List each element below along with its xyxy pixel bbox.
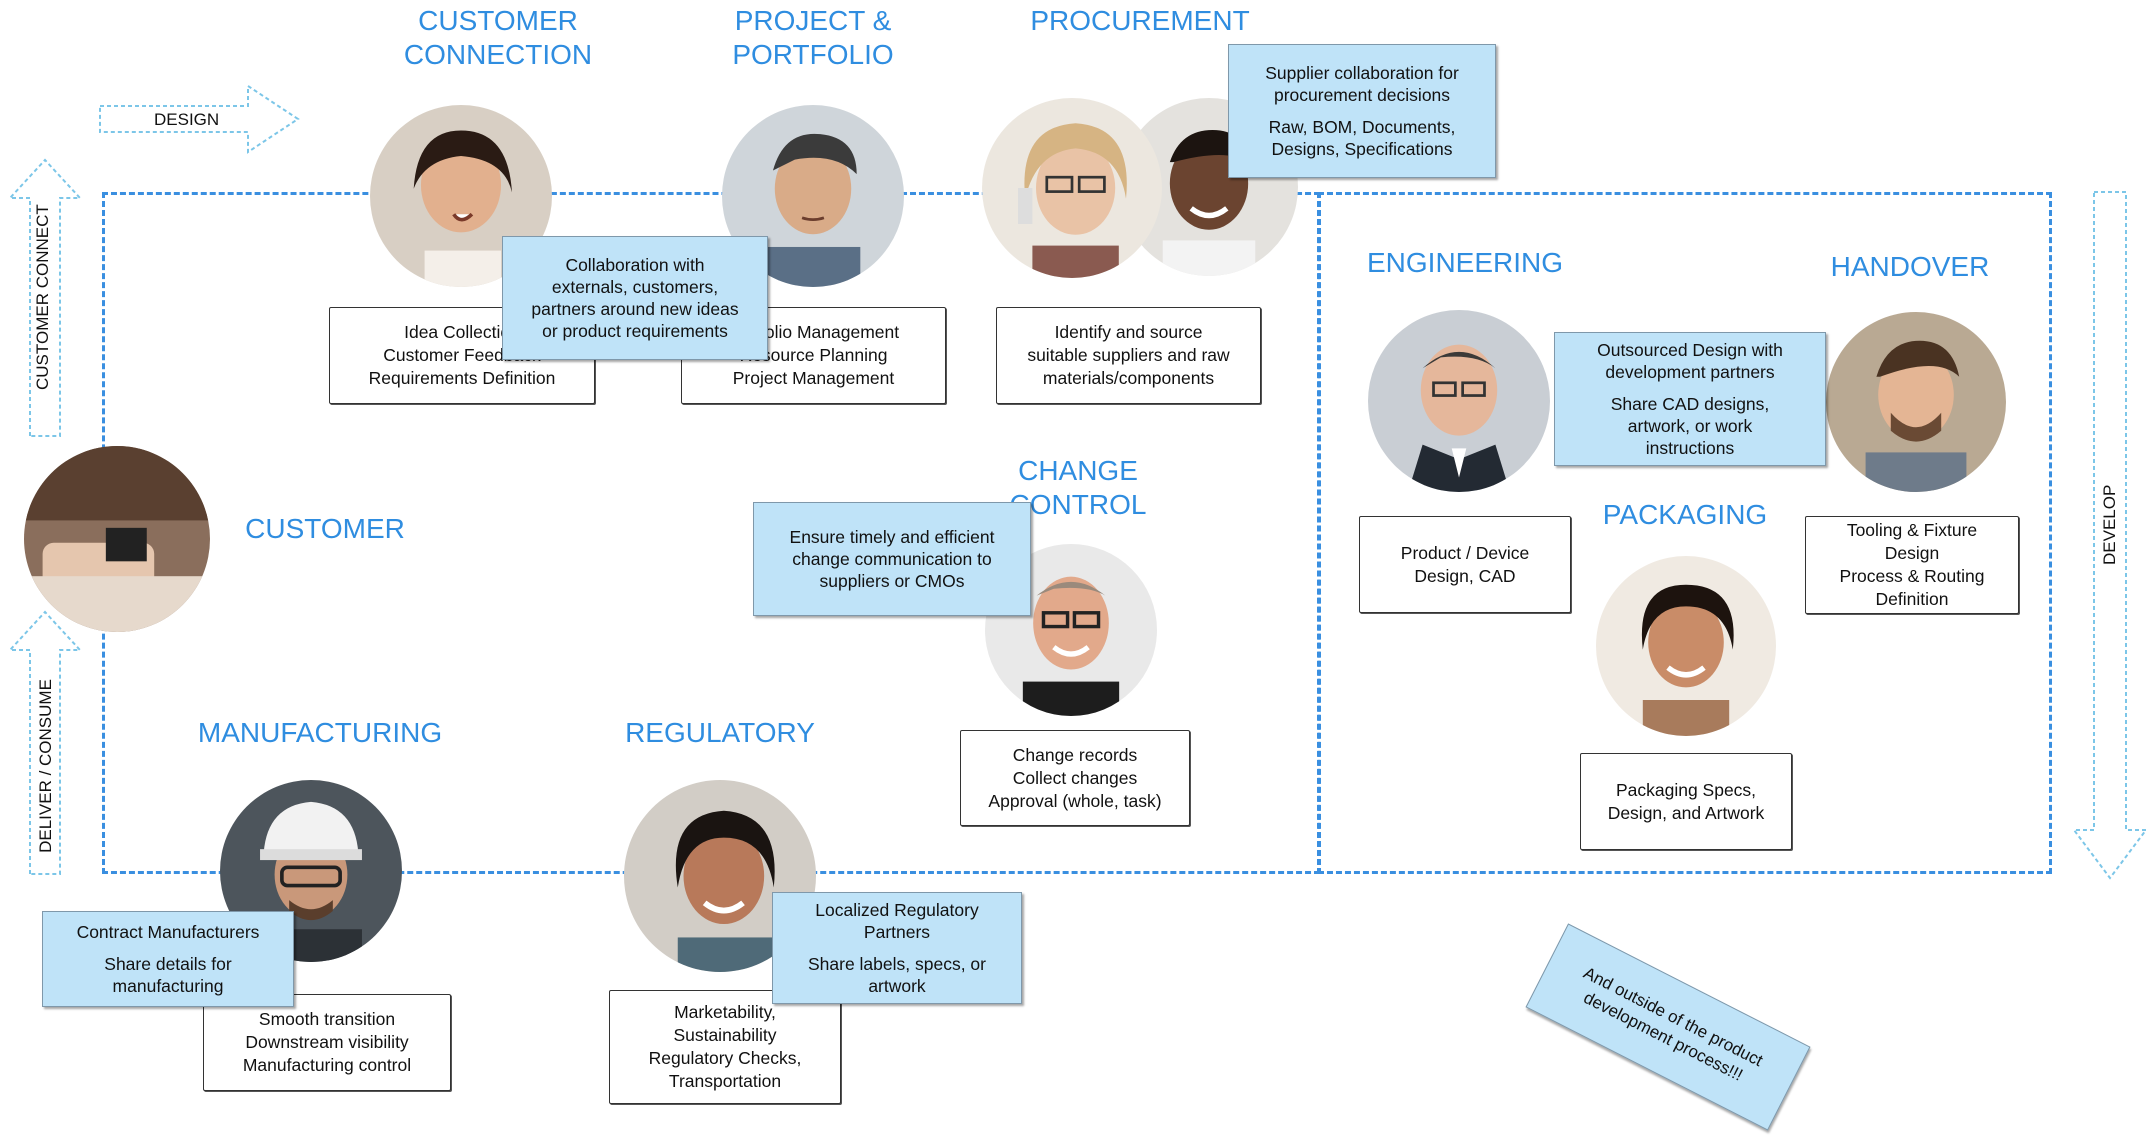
heading-manufacturing: MANUFACTURING <box>197 717 443 748</box>
heading-project-portfolio: PROJECT &PORTFOLIO <box>732 5 894 70</box>
packaging-box: Packaging Specs,Design, and Artwork <box>1580 753 1792 850</box>
deliver-consume-arrow <box>8 610 82 875</box>
design-arrow-label: DESIGN <box>154 110 220 129</box>
engineering-photo <box>1368 310 1550 492</box>
develop-label: DEVELOP <box>2100 484 2119 565</box>
develop-region-right <box>1318 192 2052 874</box>
heading-engineering: ENGINEERING <box>1366 247 1564 278</box>
heading-regulatory: REGULATORY <box>625 717 815 748</box>
heading-procurement: PROCUREMENT <box>1030 5 1250 36</box>
customer-connect-label: CUSTOMER CONNECT <box>33 204 52 390</box>
customer-connect-arrow <box>8 158 82 437</box>
heading-packaging: PACKAGING <box>1602 499 1768 530</box>
develop-arrow <box>2072 191 2148 880</box>
handover-photo <box>1826 312 2006 492</box>
deliver-consume-label: DELIVER / CONSUME <box>36 679 55 853</box>
packaging-photo <box>1596 556 1776 736</box>
customer-photo <box>24 446 210 632</box>
contract-manufacturers-note: Contract Manufacturers Share details for… <box>42 911 294 1007</box>
procurement-photo-1 <box>982 98 1162 278</box>
heading-customer: CUSTOMER <box>245 513 405 544</box>
heading-handover: HANDOVER <box>1830 251 1990 282</box>
